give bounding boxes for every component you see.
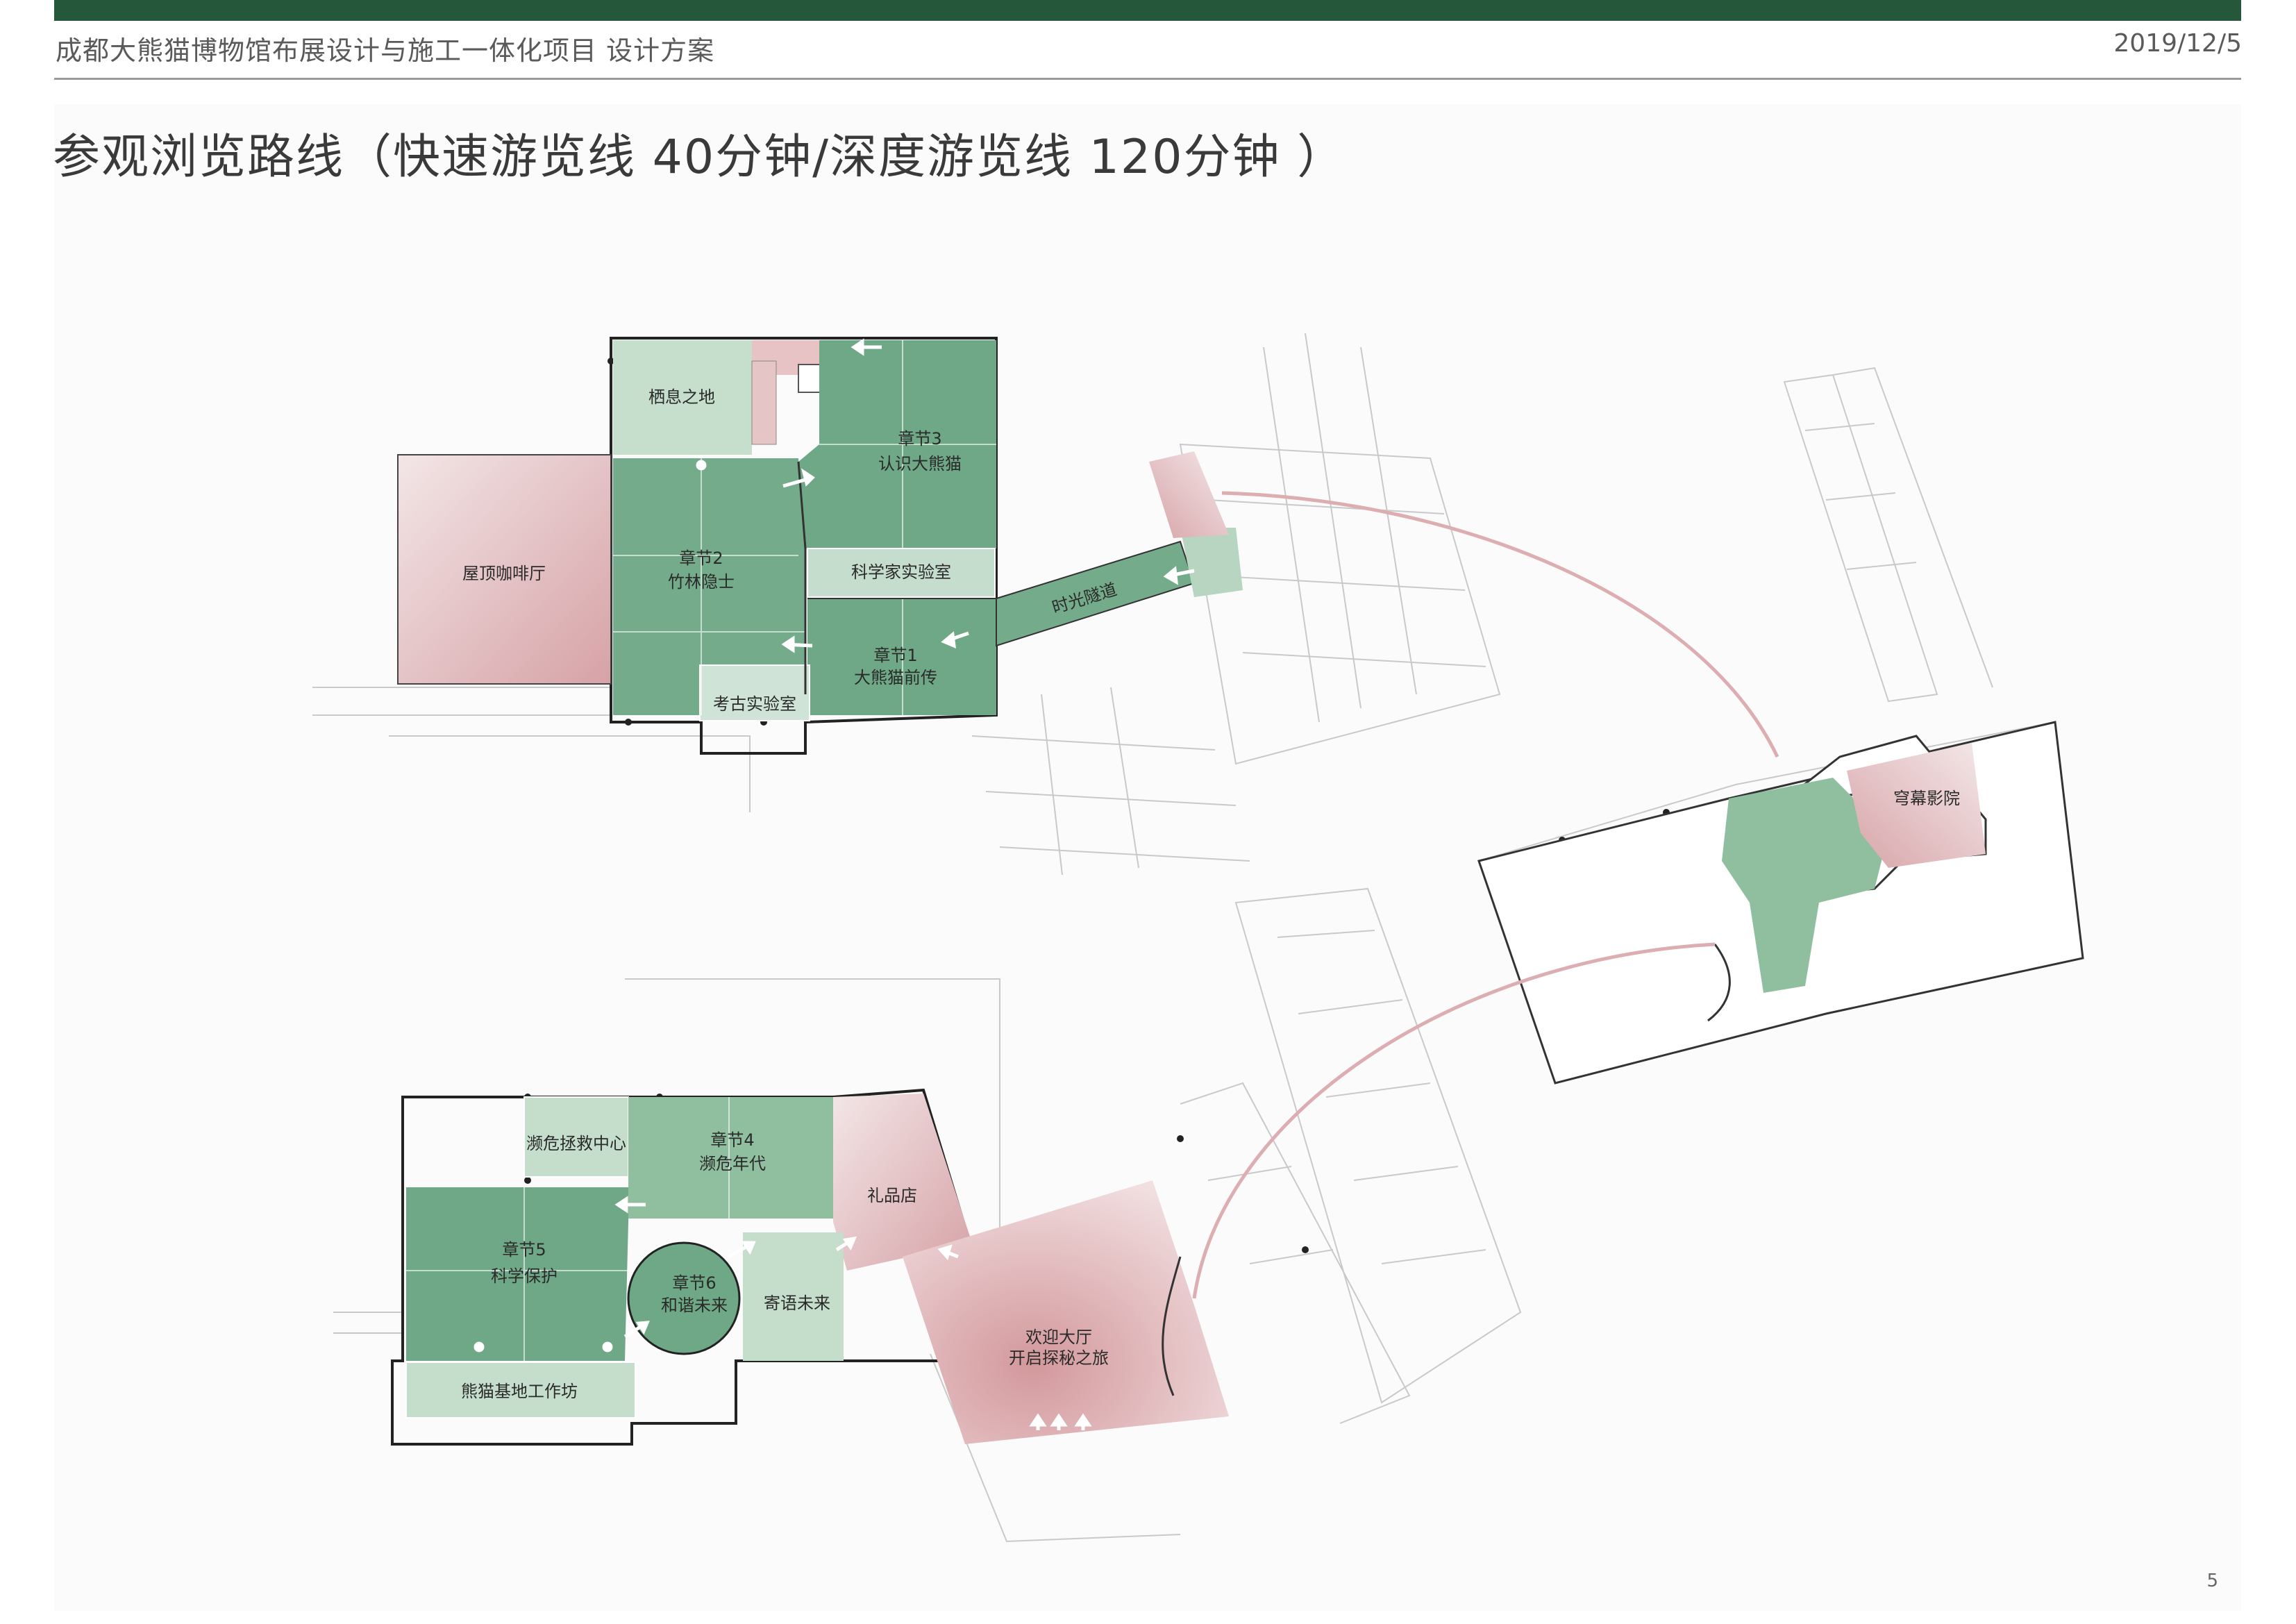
label-chapter2-number: 章节2 bbox=[679, 549, 723, 568]
label-rescue-center: 濒危拯救中心 bbox=[526, 1134, 626, 1153]
page-title: 参观浏览路线（快速游览线 40分钟/深度游览线 120分钟 ） bbox=[53, 130, 1346, 185]
label-chapter6-name: 和谐未来 bbox=[661, 1296, 728, 1315]
room-chapter-6 bbox=[627, 1241, 741, 1355]
label-scientist-lab: 科学家实验室 bbox=[851, 562, 951, 582]
label-chapter1-number: 章节1 bbox=[873, 646, 917, 665]
label-lobby-line1: 欢迎大厅 bbox=[1025, 1328, 1092, 1347]
dome-building-plan: 穹幕影院 bbox=[1477, 721, 2084, 1085]
room-chapter-5 bbox=[406, 1187, 628, 1361]
dome-entry-hall bbox=[1722, 778, 1888, 993]
room-workshop bbox=[405, 1362, 636, 1418]
header-divider bbox=[54, 78, 2241, 80]
room-scientist-lab bbox=[807, 548, 996, 598]
flow-arrows-lower bbox=[474, 1196, 1092, 1430]
page-number: 5 bbox=[2206, 1571, 2218, 1591]
label-gift-shop: 礼品店 bbox=[867, 1186, 917, 1205]
room-dome-cinema bbox=[1847, 743, 1986, 868]
label-chapter1-name: 大熊猫前传 bbox=[854, 668, 937, 687]
label-chapter3-name: 认识大熊猫 bbox=[878, 454, 962, 474]
label-chapter3-number: 章节3 bbox=[898, 429, 941, 449]
room-lobby bbox=[903, 1180, 1229, 1444]
room-rooftop-cafe bbox=[397, 454, 612, 685]
room-gift-shop bbox=[833, 1094, 972, 1271]
brand-top-bar bbox=[54, 0, 2241, 21]
label-future-message: 寄语未来 bbox=[764, 1294, 830, 1313]
room-future-message bbox=[743, 1232, 844, 1361]
route-arc-upper bbox=[1221, 491, 1779, 758]
room-chapter-2 bbox=[613, 458, 805, 715]
label-workshop: 熊猫基地工作坊 bbox=[461, 1382, 578, 1401]
label-dome-cinema: 穹幕影院 bbox=[1893, 789, 1960, 808]
label-lobby-line2: 开启探秘之旅 bbox=[1009, 1348, 1109, 1368]
flow-arrows-upper bbox=[696, 338, 1195, 653]
route-arc-lower bbox=[1192, 942, 1716, 1299]
room-chapter-4 bbox=[628, 1097, 833, 1219]
label-chapter2-name: 竹林隐士 bbox=[668, 572, 735, 592]
label-chapter6-number: 章节6 bbox=[672, 1273, 716, 1293]
upper-floor-plan: 栖息之地 屋顶咖啡厅 章节2 竹林隐士 章节3 认识大熊猫 科学家实验室 章节1… bbox=[397, 337, 1243, 755]
project-title: 成都大熊猫博物馆布展设计与施工一体化项目 设计方案 bbox=[56, 35, 715, 66]
room-archaeology-lab bbox=[699, 664, 810, 721]
document-date: 2019/12/5 bbox=[2113, 29, 2242, 58]
route-arcs bbox=[1192, 491, 1779, 1299]
lower-floor-plan: 濒危拯救中心 章节4 濒危年代 礼品店 章节5 科学保护 章节6 和谐未来 寄语… bbox=[391, 1088, 1229, 1446]
label-archaeology-lab: 考古实验室 bbox=[713, 694, 796, 714]
label-chapter5-name: 科学保护 bbox=[491, 1266, 558, 1286]
label-chapter5-number: 章节5 bbox=[502, 1240, 546, 1259]
room-rest-area bbox=[613, 340, 752, 455]
label-chapter4-name: 濒危年代 bbox=[699, 1154, 766, 1173]
label-rest-area: 栖息之地 bbox=[648, 387, 715, 407]
label-rooftop-cafe: 屋顶咖啡厅 bbox=[462, 564, 546, 583]
label-chapter4-number: 章节4 bbox=[710, 1130, 754, 1150]
